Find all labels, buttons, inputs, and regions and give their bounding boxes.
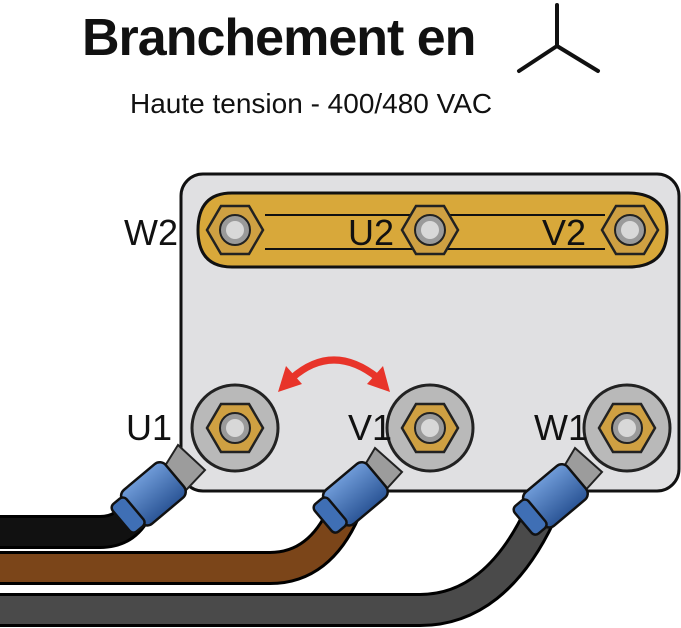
terminal-label-w1: W1 (534, 407, 588, 448)
terminal-nut-u2 (400, 204, 460, 256)
terminal-nut-w2 (205, 204, 265, 256)
wire-grey (0, 507, 556, 627)
terminal-nut-w1 (597, 402, 657, 454)
terminal-label-w2: W2 (124, 212, 178, 253)
terminal-nut-u1 (205, 402, 265, 454)
terminal-nut-v1 (400, 402, 460, 454)
swap-arrow-icon (278, 356, 390, 392)
terminal-label-v1: V1 (348, 407, 392, 448)
terminal-label-u2: U2 (348, 212, 394, 253)
terminal-nut-v2 (600, 204, 660, 256)
page-title: Branchement en (82, 9, 476, 67)
page-subtitle: Haute tension - 400/480 VAC (130, 88, 493, 119)
star-connection-icon (517, 3, 600, 73)
terminal-label-u1: U1 (126, 407, 172, 448)
terminal-label-v2: V2 (542, 212, 586, 253)
